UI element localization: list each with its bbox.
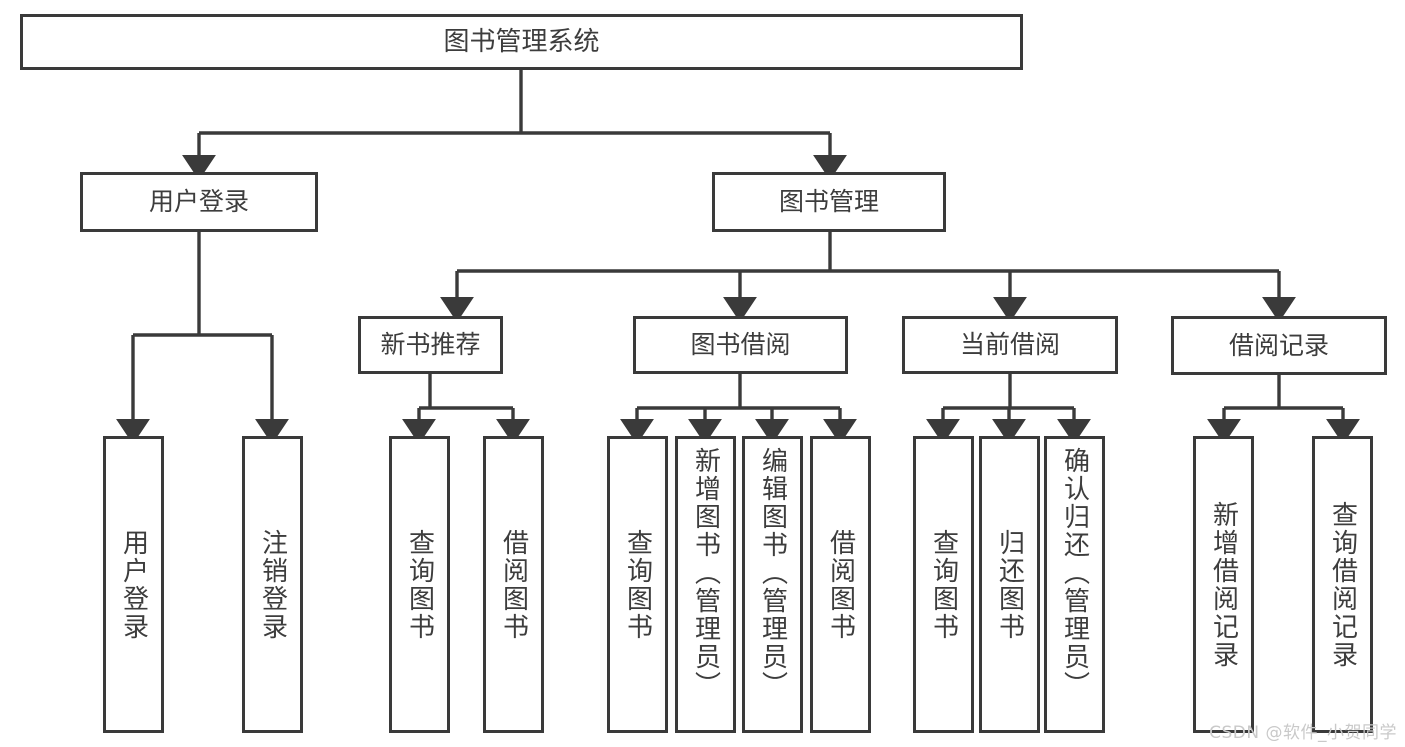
node-label: 新增借阅记录	[1208, 500, 1239, 669]
node-leaf-query-book-3[interactable]: 查询图书	[913, 436, 974, 733]
node-label: 编辑图书（管理员）	[757, 447, 788, 699]
node-leaf-edit-book[interactable]: 编辑图书（管理员）	[742, 436, 803, 733]
node-leaf-borrow-book-2[interactable]: 借阅图书	[810, 436, 871, 733]
node-label: 当前借阅	[959, 330, 1060, 360]
node-leaf-logout-login[interactable]: 注销登录	[242, 436, 303, 733]
node-borrow-record[interactable]: 借阅记录	[1171, 316, 1387, 375]
node-root-system[interactable]: 图书管理系统	[20, 14, 1023, 70]
node-leaf-confirm-return[interactable]: 确认归还（管理员）	[1044, 436, 1105, 733]
node-leaf-query-book-2[interactable]: 查询图书	[607, 436, 668, 733]
node-label: 新书推荐	[380, 330, 481, 360]
node-label: 确认归还（管理员）	[1059, 447, 1090, 699]
node-label: 新增图书（管理员）	[690, 447, 721, 699]
node-label: 查询借阅记录	[1327, 500, 1358, 669]
node-leaf-query-record[interactable]: 查询借阅记录	[1312, 436, 1373, 733]
node-label: 用户登录	[118, 528, 149, 641]
node-leaf-user-login[interactable]: 用户登录	[103, 436, 164, 733]
node-leaf-borrow-book-1[interactable]: 借阅图书	[483, 436, 544, 733]
node-label: 查询图书	[404, 528, 435, 641]
node-label: 借阅图书	[498, 528, 529, 641]
node-book-borrow[interactable]: 图书借阅	[633, 316, 848, 374]
node-label: 注销登录	[257, 528, 288, 641]
node-book-management[interactable]: 图书管理	[712, 172, 946, 232]
node-current-borrow[interactable]: 当前借阅	[902, 316, 1118, 374]
node-label: 用户登录	[148, 187, 249, 217]
node-label: 查询图书	[928, 528, 959, 641]
node-label: 借阅图书	[825, 528, 856, 641]
node-user-login[interactable]: 用户登录	[80, 172, 318, 232]
node-leaf-query-book-1[interactable]: 查询图书	[389, 436, 450, 733]
node-label: 图书管理	[778, 187, 879, 217]
node-label: 查询图书	[622, 528, 653, 641]
node-label: 图书借阅	[690, 330, 791, 360]
node-leaf-return-book[interactable]: 归还图书	[979, 436, 1040, 733]
node-label: 图书管理系统	[443, 26, 600, 57]
node-label: 借阅记录	[1228, 330, 1329, 360]
node-leaf-add-book[interactable]: 新增图书（管理员）	[675, 436, 736, 733]
node-new-book-recommend[interactable]: 新书推荐	[358, 316, 503, 374]
node-label: 归还图书	[994, 528, 1025, 641]
node-leaf-add-record[interactable]: 新增借阅记录	[1193, 436, 1254, 733]
